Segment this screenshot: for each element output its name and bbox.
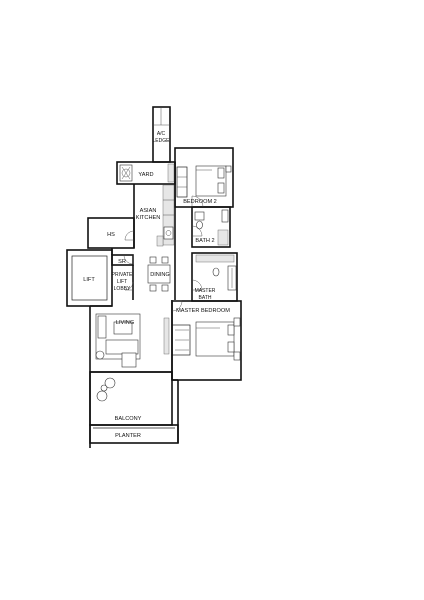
doors [123, 195, 204, 312]
master-bath-label-2: BATH [199, 295, 212, 301]
asian-kitchen-label-1: ASIAN [140, 208, 157, 214]
fixtures [95, 163, 241, 402]
bath2-label: BATH 2 [195, 238, 214, 244]
ac-ledge-label-1: A/C [157, 131, 166, 137]
balcony-label: BALCONY [115, 416, 142, 422]
planter-label: PLANTER [115, 433, 141, 439]
bedroom2-label: BEDROOM 2 [183, 199, 217, 205]
master-bedroom-label: MASTER BEDROOM [176, 308, 230, 314]
private-lift-lobby-label-1: PRIVATE [112, 272, 133, 278]
dining-label: DINING [150, 272, 170, 278]
yard-label: YARD [138, 172, 153, 178]
hs-label: HS [107, 232, 115, 238]
private-lift-lobby-label-2: LIFT [117, 279, 127, 285]
room-labels: A/C LEDGE YARD BEDROOM 2 ASIAN KITCHEN H… [83, 131, 230, 439]
ac-ledge-label-2: LEDGE [153, 138, 171, 144]
living-label: LIVING [116, 320, 134, 326]
sr-label: SR [118, 259, 126, 265]
asian-kitchen-label-2: KITCHEN [136, 215, 161, 221]
lift-label: LIFT [83, 277, 95, 283]
private-lift-lobby-label-3: LOBBY [114, 286, 131, 292]
master-bath-label-1: MASTER [195, 288, 216, 294]
